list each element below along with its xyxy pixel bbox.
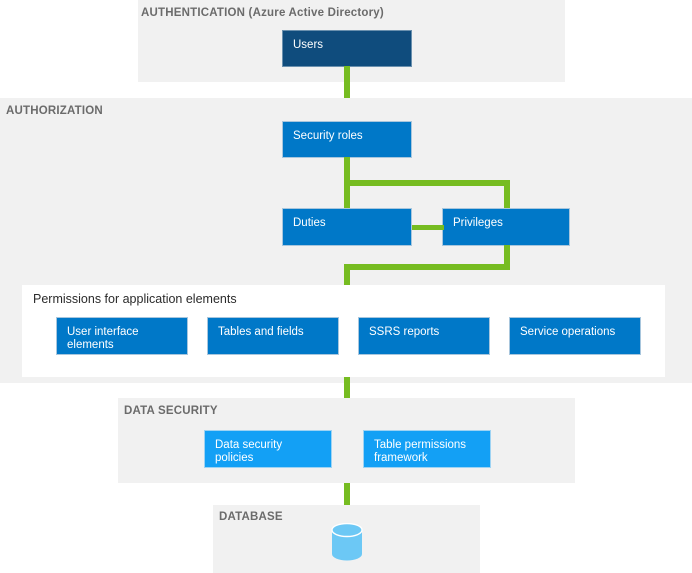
database-cylinder-icon	[331, 522, 363, 561]
authorization-band-label: AUTHORIZATION	[6, 105, 103, 117]
node-ssrs-reports[interactable]: SSRS reports	[358, 317, 490, 355]
node-privileges[interactable]: Privileges	[442, 208, 570, 246]
node-tables-and-fields[interactable]: Tables and fields	[207, 317, 339, 355]
node-users[interactable]: Users	[282, 30, 412, 67]
node-duties[interactable]: Duties	[282, 208, 412, 246]
connector-permissions-to-data-security	[344, 377, 350, 402]
connector-privileges-down	[504, 245, 510, 269]
connector-roles-bus-horizontal	[344, 180, 510, 186]
node-data-security-policies[interactable]: Data security policies	[204, 430, 332, 468]
connector-users-to-security-roles	[344, 66, 350, 121]
data-security-band-label: DATA SECURITY	[124, 405, 218, 417]
node-service-operations[interactable]: Service operations	[509, 317, 641, 355]
connector-permissions-bus-horizontal	[344, 264, 510, 270]
node-user-interface-elements[interactable]: User interface elements	[56, 317, 188, 355]
permissions-panel-title: Permissions for application elements	[33, 292, 237, 306]
node-security-roles[interactable]: Security roles	[282, 121, 412, 158]
node-table-permissions-framework[interactable]: Table permissions framework	[363, 430, 491, 468]
authentication-band-label: AUTHENTICATION (Azure Active Directory)	[141, 7, 384, 19]
connector-bus-to-permissions-panel	[344, 264, 350, 288]
database-band-label: DATABASE	[219, 511, 283, 523]
connector-bus-to-privileges	[504, 180, 510, 212]
database-cylinder-svg	[331, 522, 363, 561]
data-security-band	[118, 398, 575, 483]
connector-duties-to-privileges	[412, 225, 444, 230]
connector-data-security-to-database	[344, 483, 350, 508]
